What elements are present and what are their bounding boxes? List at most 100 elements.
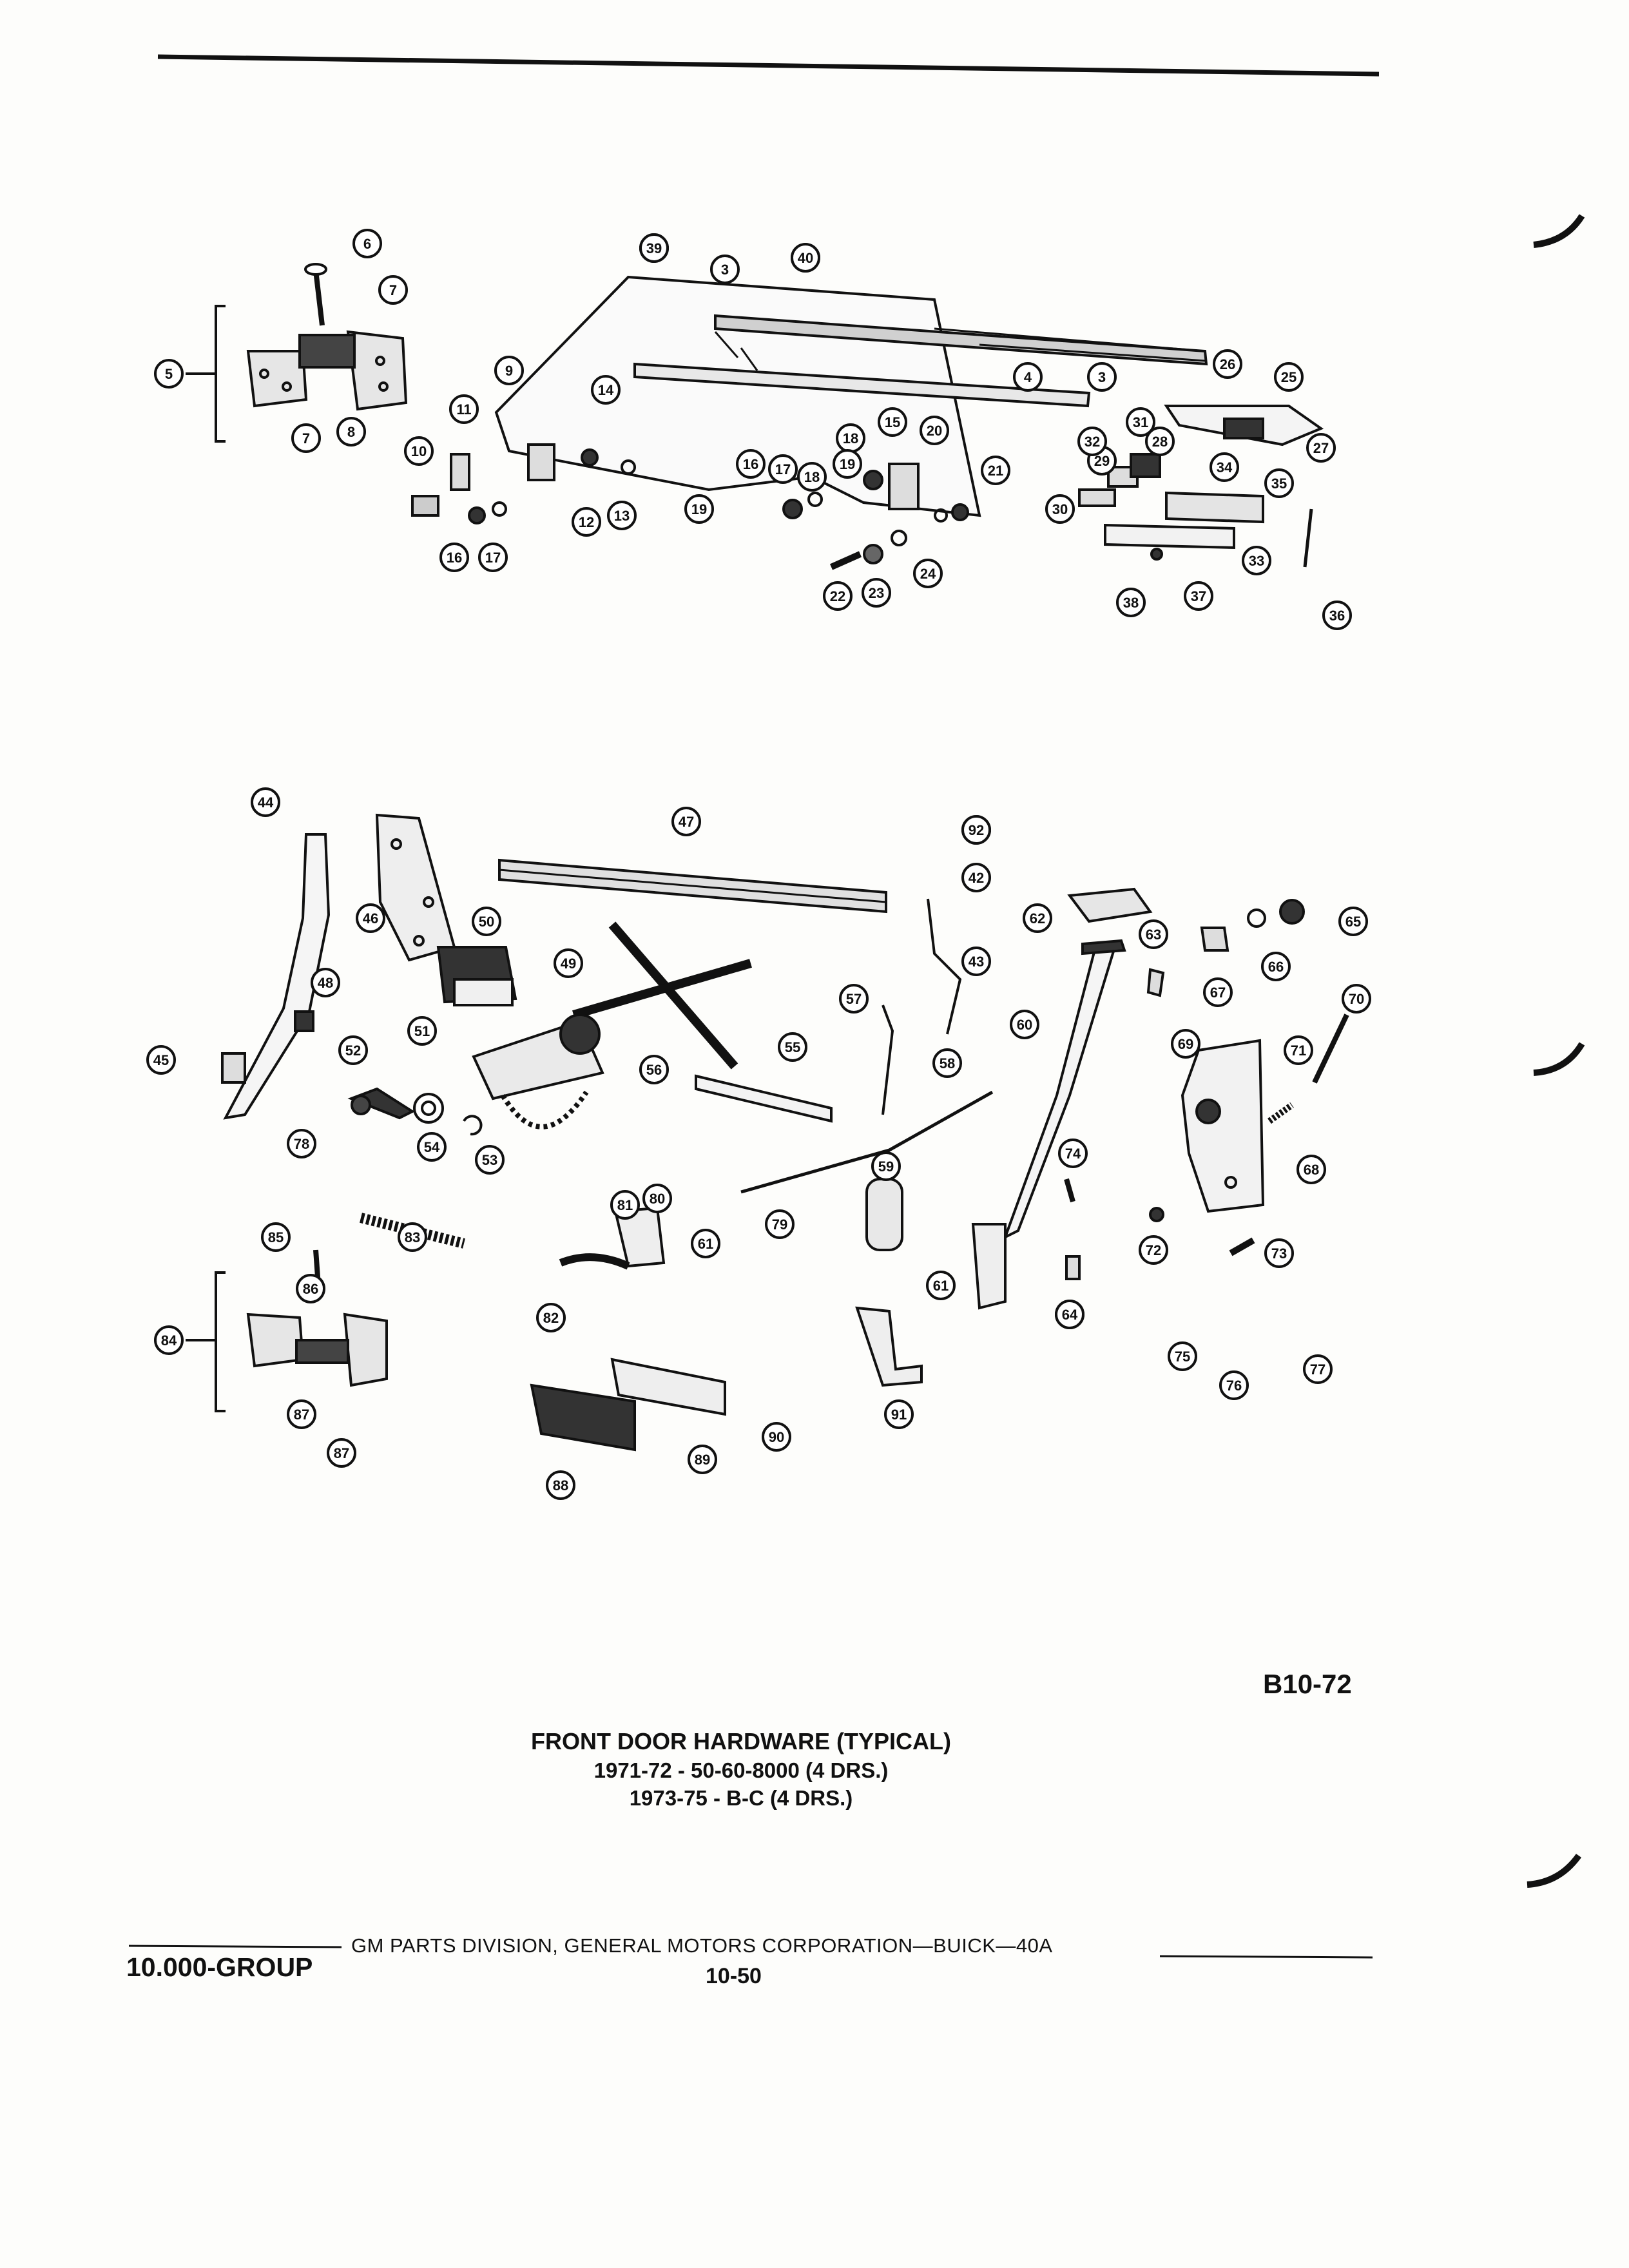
callout-39: 39 [639, 233, 669, 263]
callout-14: 14 [591, 375, 621, 405]
callout-number: 78 [294, 1136, 309, 1152]
callout-number: 75 [1175, 1349, 1190, 1365]
callout-42: 42 [961, 863, 991, 892]
callout-circle [639, 1055, 669, 1084]
callout-circle [710, 255, 740, 284]
plate-hole [413, 935, 425, 947]
callout-circle [287, 1129, 316, 1158]
callout-46: 46 [356, 903, 385, 933]
callout-81: 81 [610, 1190, 640, 1220]
callout-number: 73 [1271, 1245, 1287, 1262]
callout-25: 25 [1274, 362, 1304, 392]
callout-number: 52 [345, 1043, 361, 1059]
washer [492, 501, 507, 517]
connecting-rod [740, 1090, 994, 1194]
callout-number: 11 [456, 401, 471, 418]
lever-bracket [1200, 927, 1229, 952]
callout-number: 91 [891, 1407, 907, 1423]
callout-circle [791, 243, 820, 273]
callout-circle [684, 494, 714, 524]
handle-pad [1078, 488, 1116, 507]
callout-80: 80 [642, 1184, 672, 1213]
callout-89: 89 [688, 1445, 717, 1474]
callout-45: 45 [146, 1045, 176, 1075]
callout-28: 28 [1145, 427, 1175, 456]
callout-number: 32 [1084, 434, 1100, 450]
callout-number: 30 [1052, 501, 1068, 517]
upper-bracket-arm [1081, 939, 1126, 956]
lock-rod-guide [1104, 523, 1235, 550]
callout-circle [398, 1222, 427, 1252]
callout-circle [639, 233, 669, 263]
roller [782, 499, 803, 519]
callout-circle [961, 815, 991, 845]
callout-54: 54 [417, 1132, 447, 1162]
callout-83: 83 [398, 1222, 427, 1252]
callout-86: 86 [296, 1274, 325, 1303]
callout-78: 78 [287, 1129, 316, 1158]
callout-circle [1264, 1238, 1294, 1268]
callout-circle [1213, 349, 1242, 379]
handle-escutcheon [530, 1383, 636, 1452]
screw [1064, 1178, 1075, 1203]
callout-3: 3 [710, 255, 740, 284]
lower-assembly [186, 813, 1349, 1452]
callout-number: 66 [1268, 959, 1284, 975]
callout-13: 13 [607, 501, 637, 530]
lock-rod [1303, 508, 1313, 568]
sash-bracket [527, 443, 555, 481]
callout-circle [1184, 581, 1213, 611]
callout-circle [1045, 494, 1075, 524]
callout-number: 65 [1345, 914, 1361, 930]
callout-circle [352, 229, 382, 258]
roller [951, 503, 969, 521]
regulator-gear [559, 1014, 601, 1055]
callout-number: 15 [885, 414, 900, 430]
lock-rod [882, 1004, 894, 1115]
right-guide-channel [1003, 946, 1117, 1240]
callout-number: 77 [1310, 1361, 1325, 1378]
callout-36: 36 [1322, 601, 1352, 630]
callout-number: 82 [543, 1310, 559, 1326]
upper-hinge-part [346, 330, 408, 411]
callout-60: 60 [1010, 1010, 1039, 1039]
callout-58: 58 [932, 1048, 962, 1078]
callout-70: 70 [1342, 984, 1371, 1014]
callout-number: 18 [804, 469, 820, 485]
callout-circle [961, 863, 991, 892]
left-guide-channel [223, 833, 331, 1120]
callout-64: 64 [1055, 1300, 1084, 1329]
callout-16: 16 [736, 449, 766, 479]
callout-number: 44 [258, 794, 274, 811]
roller [863, 470, 883, 490]
callout-circle [356, 903, 385, 933]
inside-handle-lever [559, 1253, 630, 1270]
escutcheon-center [421, 1100, 436, 1116]
hinge-pin [313, 270, 325, 326]
callout-number: 71 [1291, 1043, 1306, 1059]
crank-knob [351, 1095, 371, 1115]
washer [807, 492, 823, 507]
callout-circle [797, 462, 827, 492]
callout-number: 37 [1191, 588, 1206, 604]
lift-channel [695, 1074, 833, 1123]
callout-32: 32 [1077, 427, 1107, 456]
callout-circle [1203, 977, 1233, 1007]
callout-number: 14 [598, 382, 614, 398]
callout-number: 9 [505, 363, 513, 379]
callout-circle [554, 948, 583, 978]
callout-circle [1171, 1029, 1200, 1059]
callout-51: 51 [407, 1016, 437, 1046]
upper-bracket [1067, 887, 1153, 923]
callout-number: 50 [479, 914, 494, 930]
callout-23: 23 [862, 578, 891, 608]
hinge-hole [375, 356, 385, 366]
callout-circle [688, 1445, 717, 1474]
callout-44: 44 [251, 787, 280, 817]
channel-foot [971, 1223, 1007, 1310]
remote-rod [927, 898, 962, 1035]
callout-20: 20 [920, 416, 949, 445]
callout-33: 33 [1242, 546, 1271, 575]
regulator-arm [608, 921, 738, 1070]
callout-43: 43 [961, 947, 991, 976]
